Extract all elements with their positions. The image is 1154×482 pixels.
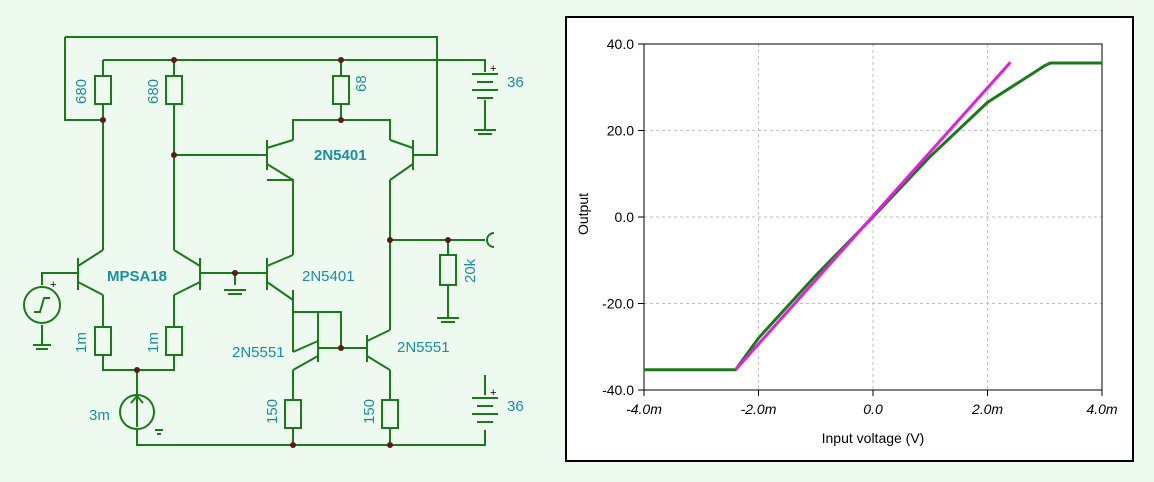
series-line-2 <box>734 61 1012 371</box>
label-1m-right: 1m <box>145 332 162 353</box>
chart-panel: 40.0 20.0 0.0 -20.0 -40.0 -4.0m -2.0m 0.0 2.0m 4… <box>565 16 1134 462</box>
svg-text:+: + <box>490 63 496 75</box>
x-tick-label: 0.0 <box>863 401 883 417</box>
label-36-bottom: 36 <box>507 398 524 415</box>
x-tick-label: -4.0m <box>626 401 662 417</box>
x-tick-label: -2.0m <box>741 401 777 417</box>
label-36-top: 36 <box>507 74 524 91</box>
y-tick-labels: 40.0 20.0 0.0 -20.0 -40.0 <box>602 36 644 398</box>
svg-text:+: + <box>50 279 56 291</box>
label-3m: 3m <box>89 407 110 424</box>
label-1m-left: 1m <box>73 332 90 353</box>
label-150-right: 150 <box>361 399 378 424</box>
x-axis-label: Input voltage (V) <box>822 430 925 446</box>
label-68: 68 <box>353 75 370 92</box>
y-axis-label: Output <box>575 193 591 235</box>
y-tick-label: -40.0 <box>602 382 634 398</box>
y-tick-label: 0.0 <box>615 209 635 225</box>
label-20k: 20k <box>462 258 479 283</box>
x-tick-label: 4.0m <box>1086 401 1117 417</box>
x-tick-labels: -4.0m -2.0m 0.0 2.0m 4.0m <box>626 390 1118 417</box>
y-tick-label: 40.0 <box>607 36 634 52</box>
label-2n5551-left: 2N5551 <box>232 344 285 361</box>
label-mpsa18: MPSA18 <box>107 268 167 285</box>
series-line-1 <box>644 61 1102 372</box>
label-150-left: 150 <box>264 399 281 424</box>
label-2n5551-right: 2N5551 <box>397 339 450 356</box>
svg-text:+: + <box>490 387 496 399</box>
label-680-left: 680 <box>73 79 90 104</box>
y-tick-label: -20.0 <box>602 296 634 312</box>
y-tick-label: 20.0 <box>607 123 634 139</box>
chart-series <box>644 61 1102 372</box>
schematic: + + + 680 680 68 <box>23 36 524 448</box>
label-2n5401-mid: 2N5401 <box>302 268 355 285</box>
x-tick-label: 2.0m <box>971 401 1003 417</box>
label-680-mid: 680 <box>145 79 162 104</box>
label-2n5401-top: 2N5401 <box>314 147 367 164</box>
